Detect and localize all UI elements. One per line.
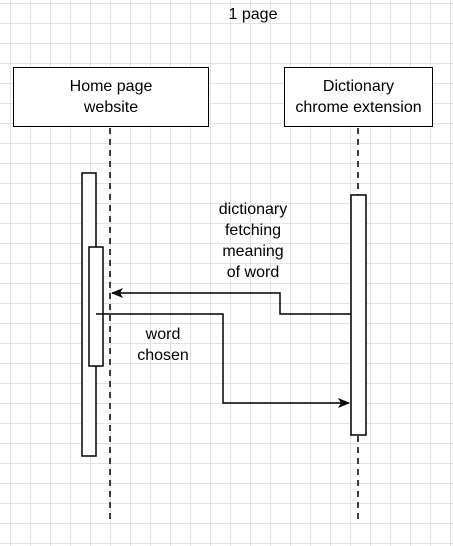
actor-dictionary-chrome-extension: Dictionary chrome extension [284,67,433,127]
actor-home-page-website: Home page website [13,67,209,127]
activation-home-inner [88,246,104,367]
page-title: 1 page [228,6,278,23]
message-arrow-home-to-ext [96,313,350,408]
actor-home-page-website-label: Home page website [69,78,153,116]
message-label-word-chosen: word chosen [137,326,189,364]
message-label-fetching: dictionary fetching meaning of word [218,201,288,281]
actor-dictionary-chrome-extension-label: Dictionary chrome extension [295,78,422,116]
activation-extension [350,194,367,436]
message-arrow-ext-to-home [111,288,351,315]
